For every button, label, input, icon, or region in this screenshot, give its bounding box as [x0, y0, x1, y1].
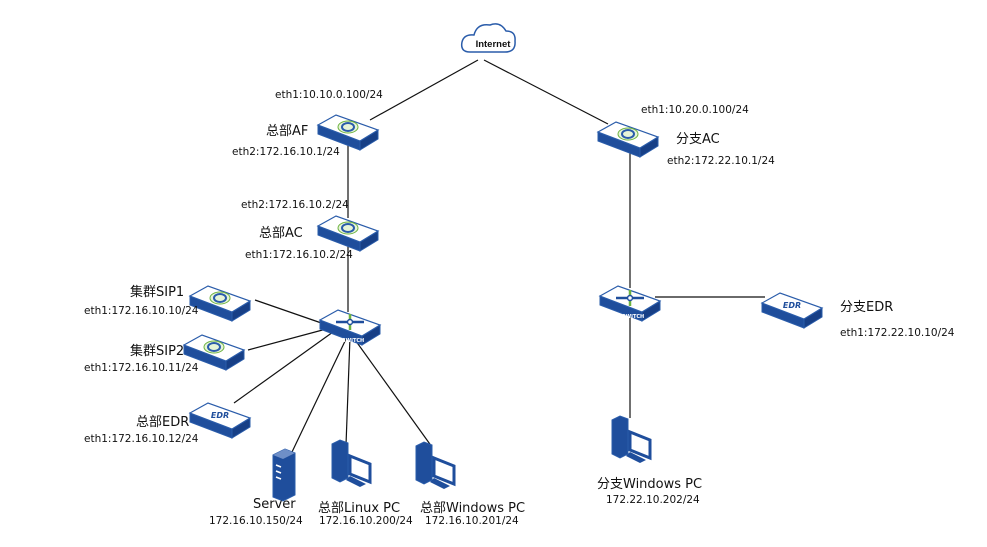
edr-badge: EDR [783, 301, 801, 310]
hq-ac-eth1-label: eth1:172.16.10.2/24 [245, 249, 353, 261]
branch-windows-ip: 172.22.10.202/24 [606, 494, 700, 506]
sip2-ip: eth1:172.16.10.11/24 [84, 362, 199, 374]
link-switch-windows [352, 336, 433, 448]
sip2-name: 集群SIP2 [130, 344, 185, 359]
hq-linux-ip: 172.16.10.200/24 [319, 515, 413, 527]
internet-cloud-icon: Internet [460, 23, 516, 53]
edr-badge: EDR [211, 411, 229, 420]
server-device[interactable] [272, 448, 296, 502]
hq-windows-name: 总部Windows PC [420, 501, 526, 516]
hq-linux-pc-device[interactable] [331, 439, 372, 487]
switch-label: SWITCH [342, 338, 364, 344]
switch-arrows-icon [336, 314, 364, 330]
firewall-af-icon [617, 127, 639, 141]
hq-edr-name: 总部EDR [136, 415, 190, 430]
link-internet-branch-ac [483, 59, 609, 125]
server-ip: 172.16.10.150/24 [209, 515, 303, 527]
server-name: Server [253, 497, 296, 512]
sip2-device[interactable] [182, 334, 246, 371]
hq-af-device[interactable] [316, 114, 380, 151]
hq-edr-device[interactable]: EDR [188, 402, 252, 439]
link-switch-hq-edr [233, 331, 334, 404]
branch-ac-device[interactable] [596, 121, 660, 158]
hq-windows-ip: 172.16.10.201/24 [425, 515, 519, 527]
hq-ac-device[interactable] [316, 215, 380, 252]
hq-ac-eth2-label: eth2:172.16.10.2/24 [241, 199, 349, 211]
branch-edr-ip: eth1:172.22.10.10/24 [840, 327, 955, 339]
switch-label: SWITCH [622, 314, 644, 320]
branch-edr-device[interactable]: EDR [760, 292, 824, 329]
link-switch-linux [345, 336, 351, 446]
branch-ac-name: 分支AC [676, 132, 720, 147]
branch-windows-name: 分支Windows PC [597, 477, 703, 492]
hq-ac-name: 总部AC [259, 226, 303, 241]
sip-icon [209, 291, 231, 305]
link-switch-sip2 [247, 327, 331, 351]
sip1-ip: eth1:172.16.10.10/24 [84, 305, 199, 317]
sip1-name: 集群SIP1 [130, 285, 185, 300]
branch-windows-pc-device[interactable] [611, 415, 652, 463]
link-switch-server [291, 336, 348, 453]
branch-ac-eth1-label: eth1:10.20.0.100/24 [641, 104, 749, 116]
firewall-af-icon [337, 120, 359, 134]
switch-arrows-icon [616, 290, 644, 306]
link-internet-hq-af [369, 59, 479, 121]
hq-af-eth1-label: eth1:10.10.0.100/24 [275, 89, 383, 101]
branch-ac-eth2-label: eth2:172.22.10.1/24 [667, 155, 775, 167]
hq-edr-ip: eth1:172.16.10.12/24 [84, 433, 199, 445]
hq-linux-name: 总部Linux PC [318, 501, 401, 516]
sip-icon [203, 340, 225, 354]
sip1-device[interactable] [188, 285, 252, 322]
hq-af-name: 总部AF [266, 124, 309, 139]
links [233, 59, 765, 453]
branch-switch-device[interactable]: SWITCH [598, 285, 662, 322]
firewall-af-icon [337, 221, 359, 235]
link-switch-sip1 [254, 299, 331, 327]
branch-edr-name: 分支EDR [840, 300, 894, 315]
internet-label: Internet [476, 39, 512, 50]
hq-windows-pc-device[interactable] [415, 441, 456, 489]
hq-af-eth2-label: eth2:172.16.10.1/24 [232, 146, 340, 158]
hq-switch-device[interactable]: SWITCH [318, 309, 382, 346]
